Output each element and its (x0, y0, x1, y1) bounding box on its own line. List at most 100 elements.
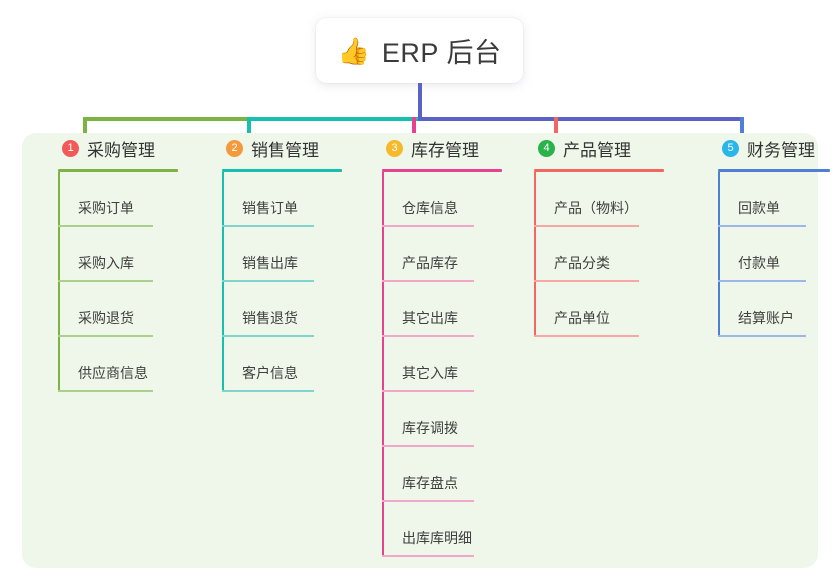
leaf-label: 库存盘点 (402, 475, 458, 491)
column-items: 销售订单销售出库销售退货客户信息 (210, 172, 370, 392)
leaf-rule (222, 225, 314, 227)
leaf-node[interactable]: 销售出库 (210, 227, 370, 282)
leaf-rule (718, 225, 806, 227)
leaf-node[interactable]: 库存调拨 (370, 392, 530, 447)
leaf-rule (718, 335, 806, 337)
thumbs-up-icon: 👍 (337, 35, 370, 66)
leaf-node[interactable]: 采购入库 (46, 227, 206, 282)
leaf-rule (382, 500, 474, 502)
leaf-rule (382, 335, 474, 337)
leaf-node[interactable]: 产品分类 (522, 227, 692, 282)
column-spine (58, 172, 60, 392)
root-node-card[interactable]: 👍 ERP 后台 (316, 18, 523, 83)
leaf-node[interactable]: 其它出库 (370, 282, 530, 337)
leaf-rule (382, 280, 474, 282)
leaf-node[interactable]: 客户信息 (210, 337, 370, 392)
column-inventory: 3 库存管理仓库信息产品库存其它出库其它入库库存调拨库存盘点出库库明细 (370, 133, 530, 557)
column-purchasing: 1 采购管理采购订单采购入库采购退货供应商信息 (46, 133, 206, 392)
column-badge-1: 1 (62, 139, 79, 157)
column-title: 销售管理 (251, 140, 319, 160)
column-items: 仓库信息产品库存其它出库其它入库库存调拨库存盘点出库库明细 (370, 172, 530, 557)
leaf-label: 产品（物料） (554, 200, 638, 216)
leaf-node[interactable]: 结算账户 (706, 282, 839, 337)
column-title: 财务管理 (747, 140, 815, 160)
leaf-rule (222, 280, 314, 282)
column-header-2[interactable]: 2 销售管理 (210, 133, 370, 163)
leaf-node[interactable]: 采购订单 (46, 172, 206, 227)
leaf-node[interactable]: 销售订单 (210, 172, 370, 227)
column-title: 库存管理 (411, 140, 479, 160)
column-finance: 5 财务管理回款单付款单结算账户 (706, 133, 839, 337)
leaf-node[interactable]: 产品单位 (522, 282, 692, 337)
column-spine (534, 172, 536, 337)
leaf-label: 其它出库 (402, 310, 458, 326)
leaf-rule (534, 280, 639, 282)
column-items: 采购订单采购入库采购退货供应商信息 (46, 172, 206, 392)
leaf-label: 采购退货 (78, 310, 134, 326)
leaf-label: 产品单位 (554, 310, 610, 326)
leaf-label: 销售出库 (242, 255, 298, 271)
leaf-label: 采购入库 (78, 255, 134, 271)
column-badge-4: 4 (538, 139, 555, 157)
leaf-label: 出库库明细 (402, 530, 472, 546)
leaf-rule (222, 335, 314, 337)
column-sales: 2 销售管理销售订单销售出库销售退货客户信息 (210, 133, 370, 392)
leaf-rule (58, 280, 153, 282)
leaf-label: 其它入库 (402, 365, 458, 381)
leaf-node[interactable]: 供应商信息 (46, 337, 206, 392)
leaf-rule (58, 225, 153, 227)
leaf-label: 销售退货 (242, 310, 298, 326)
leaf-node[interactable]: 出库库明细 (370, 502, 530, 557)
leaf-label: 客户信息 (242, 365, 298, 381)
column-header-3[interactable]: 3 库存管理 (370, 133, 530, 163)
column-spine (222, 172, 224, 392)
diagram-panel: 1 采购管理采购订单采购入库采购退货供应商信息 2 销售管理销售订单销售出库销售退货… (22, 133, 830, 568)
leaf-label: 产品分类 (554, 255, 610, 271)
leaf-rule (58, 335, 153, 337)
column-badge-2: 2 (226, 139, 243, 157)
leaf-node[interactable]: 采购退货 (46, 282, 206, 337)
column-items: 回款单付款单结算账户 (706, 172, 839, 337)
leaf-node[interactable]: 产品（物料） (522, 172, 692, 227)
leaf-rule (382, 555, 474, 557)
column-header-1[interactable]: 1 采购管理 (46, 133, 206, 163)
leaf-node[interactable]: 库存盘点 (370, 447, 530, 502)
leaf-label: 结算账户 (738, 310, 794, 326)
column-header-5[interactable]: 5 财务管理 (706, 133, 839, 163)
root-node-title: ERP 后台 (381, 38, 502, 68)
leaf-node[interactable]: 其它入库 (370, 337, 530, 392)
column-rule (718, 169, 830, 172)
leaf-node[interactable]: 付款单 (706, 227, 839, 282)
column-spine (718, 172, 720, 337)
leaf-node[interactable]: 产品库存 (370, 227, 530, 282)
column-rule (534, 169, 664, 172)
leaf-rule (534, 225, 639, 227)
leaf-rule (718, 280, 806, 282)
leaf-rule (534, 335, 639, 337)
leaf-node[interactable]: 仓库信息 (370, 172, 530, 227)
leaf-label: 仓库信息 (402, 200, 458, 216)
leaf-rule (222, 390, 314, 392)
column-rule (382, 169, 502, 172)
column-items: 产品（物料） 产品分类产品单位 (522, 172, 692, 337)
leaf-rule (58, 390, 153, 392)
leaf-label: 付款单 (738, 255, 780, 271)
leaf-label: 销售订单 (242, 200, 298, 216)
leaf-node[interactable]: 回款单 (706, 172, 839, 227)
root-node-content: 👍 ERP 后台 (338, 31, 502, 70)
leaf-label: 采购订单 (78, 200, 134, 216)
leaf-label: 供应商信息 (78, 365, 148, 381)
leaf-rule (382, 225, 474, 227)
column-badge-5: 5 (722, 139, 739, 157)
leaf-label: 回款单 (738, 200, 780, 216)
column-badge-3: 3 (386, 139, 403, 157)
leaf-label: 库存调拨 (402, 420, 458, 436)
leaf-rule (382, 390, 474, 392)
column-title: 采购管理 (87, 140, 155, 160)
column-rule (222, 169, 342, 172)
column-rule (58, 169, 178, 172)
leaf-label: 产品库存 (402, 255, 458, 271)
leaf-node[interactable]: 销售退货 (210, 282, 370, 337)
